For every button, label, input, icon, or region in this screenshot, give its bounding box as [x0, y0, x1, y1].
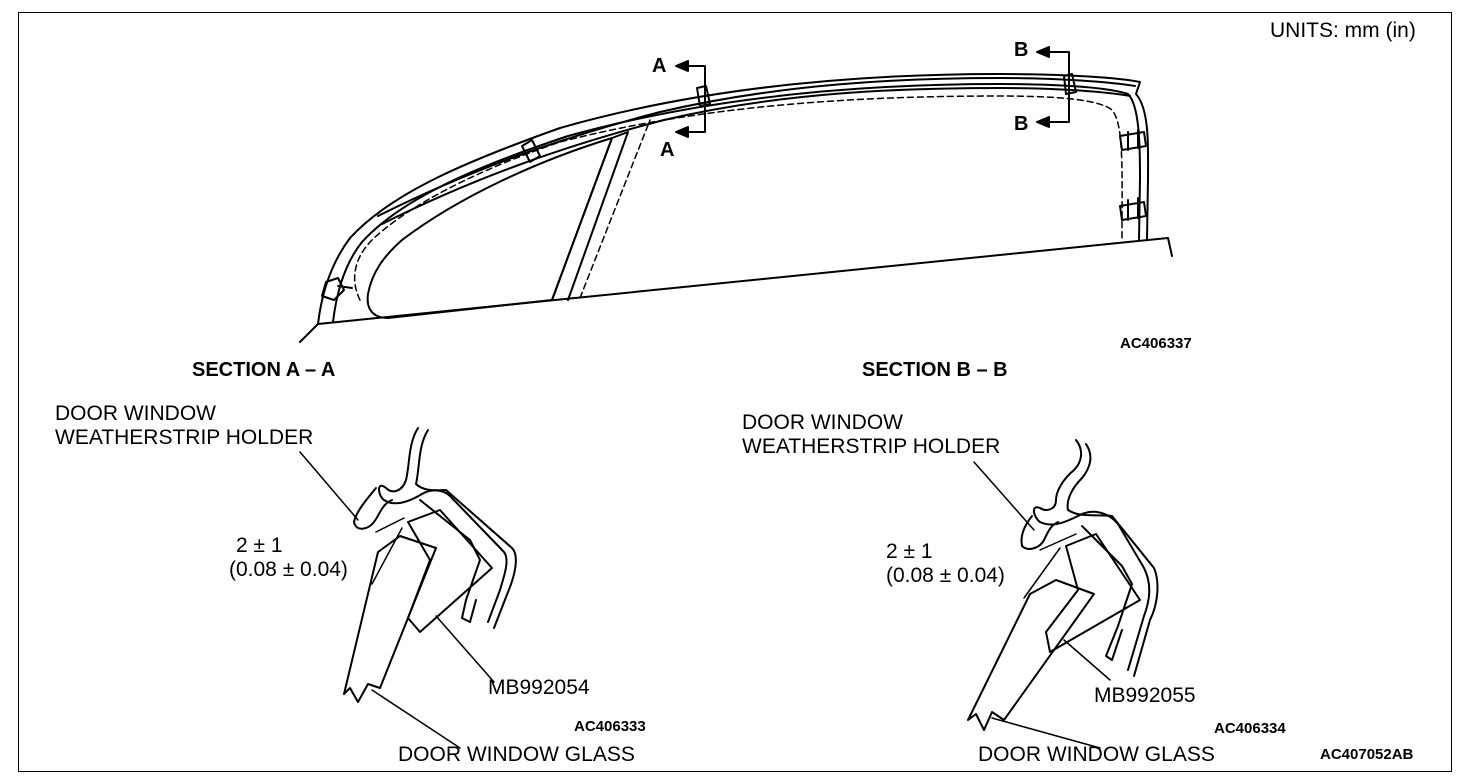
- clip-a: [696, 85, 711, 107]
- clip-front: [521, 139, 541, 163]
- units-label: UNITS: mm (in): [1270, 19, 1416, 42]
- section-a-tool: [407, 509, 493, 633]
- section-a-holder-label-1: DOOR WINDOW: [55, 402, 216, 425]
- section-b-tool-leader: [1063, 639, 1111, 681]
- door-belt-line: [299, 237, 1173, 343]
- section-b-holder-leader: [973, 461, 1035, 531]
- section-b-tool: [1045, 533, 1141, 653]
- section-a-title: SECTION A – A: [192, 359, 336, 381]
- section-b-glass-label: DOOR WINDOW GLASS: [978, 743, 1215, 766]
- section-b-holder-label-1: DOOR WINDOW: [742, 411, 903, 434]
- section-a-tool-label: MB992054: [488, 676, 590, 699]
- section-b-dim-arrow: [1023, 533, 1077, 599]
- section-a-glass-label: DOOR WINDOW GLASS: [398, 743, 635, 766]
- section-a-dimension: 2 ± 1: [236, 534, 283, 557]
- quarter-glass: [366, 137, 613, 319]
- section-b-arrow-lower: [1036, 116, 1050, 128]
- section-a-mark-lower: A: [660, 139, 675, 161]
- section-b-panel-2: [1066, 443, 1159, 677]
- clip-left: [321, 277, 353, 301]
- section-b-panel: [1033, 439, 1151, 671]
- section-a-channel: [419, 499, 481, 623]
- section-b-dimension-inch: (0.08 ± 0.04): [886, 564, 1005, 587]
- main-view-code: AC406337: [1120, 335, 1192, 352]
- section-b-mark-upper: B: [1014, 39, 1029, 61]
- section-a-mark-upper: A: [652, 55, 667, 77]
- section-b-title: SECTION B – B: [862, 359, 1008, 381]
- section-b-code: AC406334: [1214, 720, 1286, 737]
- section-a-holder-leader: [299, 451, 359, 521]
- figure-code: AC407052AB: [1320, 746, 1414, 763]
- section-b-glass: [967, 579, 1095, 731]
- section-a-cut-line: [686, 65, 706, 133]
- section-a-tool-leader: [435, 615, 495, 683]
- section-a-dimension-inch: (0.08 ± 0.04): [229, 558, 348, 581]
- section-b-cut-line: [1047, 51, 1070, 123]
- division-bar: [551, 131, 629, 301]
- section-a-code: AC406333: [574, 718, 646, 735]
- roof-weatherstrip-2: [381, 87, 1131, 225]
- section-b-holder-label-2: WEATHERSTRIP HOLDER: [742, 435, 1001, 458]
- section-a-panel: [378, 427, 508, 623]
- section-a-holder-lip: [353, 487, 393, 530]
- door-frame-view: [299, 46, 1173, 343]
- section-b-holder-lip: [1020, 515, 1059, 550]
- section-b-tool-label: MB992055: [1094, 684, 1196, 707]
- section-b-channel: [1081, 525, 1133, 661]
- clip-pillar-lower: [1119, 197, 1147, 221]
- section-b-glass-leader: [991, 717, 1101, 749]
- section-a-arrow-upper: [675, 60, 689, 72]
- roof-weatherstrip: [377, 77, 1136, 217]
- figure-frame: [18, 12, 1452, 772]
- glass-outline-dashed: [353, 95, 1123, 301]
- section-a-dim-arrow: [371, 517, 405, 585]
- door-frame-outer-2: [332, 83, 1141, 323]
- section-b-arrow-upper: [1036, 46, 1050, 58]
- section-a-drawing: [299, 427, 517, 749]
- section-a-glass: [343, 535, 437, 703]
- door-frame-outer: [317, 73, 1150, 325]
- section-a-glass-leader: [371, 689, 461, 749]
- section-a-holder-label-2: WEATHERSTRIP HOLDER: [55, 426, 314, 449]
- section-b-mark-lower: B: [1014, 113, 1029, 135]
- section-a-panel-2: [415, 429, 517, 629]
- section-a-arrow-lower: [675, 126, 689, 138]
- section-b-drawing: [967, 439, 1159, 749]
- clip-pillar-upper: [1119, 129, 1147, 151]
- division-bar-dashed: [579, 119, 651, 299]
- section-b-dimension: 2 ± 1: [886, 540, 933, 563]
